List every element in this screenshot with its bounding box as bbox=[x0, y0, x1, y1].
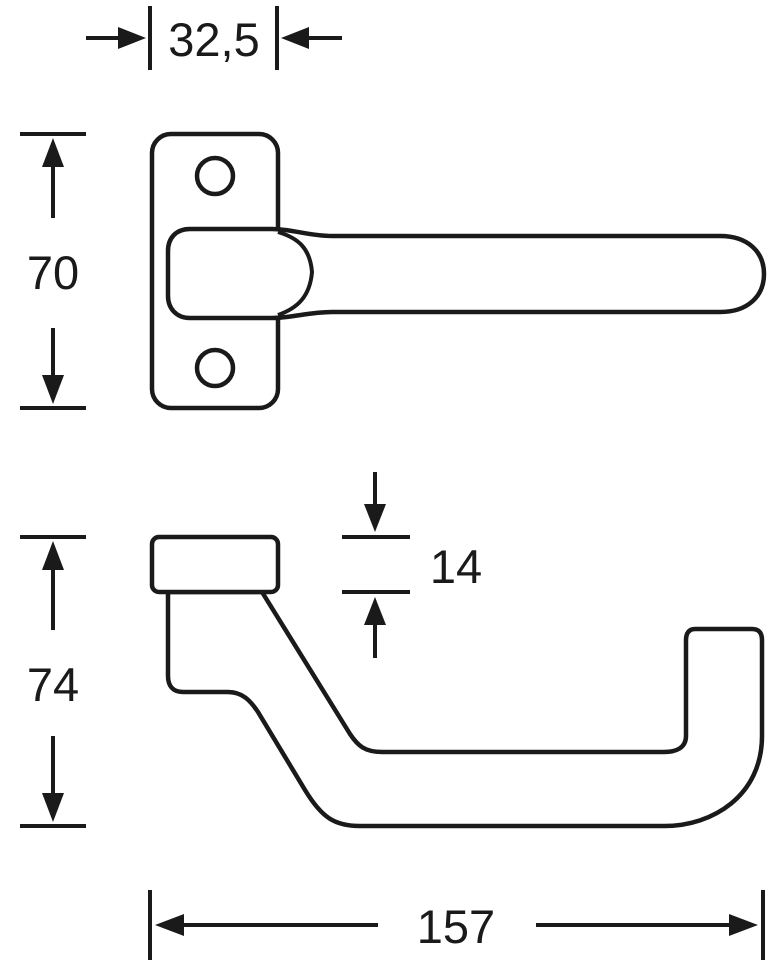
dimension-label-rose-height: 70 bbox=[27, 246, 79, 299]
dimension-rose-width: 32,5 bbox=[86, 6, 342, 70]
lever-neck-curve bbox=[277, 230, 314, 317]
lever-front bbox=[165, 226, 767, 321]
screw-hole-bottom bbox=[194, 347, 236, 389]
front-view bbox=[149, 131, 767, 411]
rose-side bbox=[149, 534, 281, 595]
dimension-label-rose-thickness: 14 bbox=[430, 540, 482, 593]
dimension-handle-height: 74 bbox=[20, 535, 86, 828]
dimension-label-handle-length: 157 bbox=[417, 900, 495, 953]
dimension-label-rose-width: 32,5 bbox=[168, 13, 259, 66]
dimension-rose-height: 70 bbox=[20, 132, 86, 410]
screw-hole-top bbox=[194, 155, 236, 197]
side-view bbox=[149, 534, 765, 829]
dimension-label-handle-height: 74 bbox=[27, 658, 79, 711]
lever-side-profile bbox=[165, 589, 765, 829]
dimension-rose-thickness: 14 bbox=[342, 472, 482, 658]
dimension-handle-length: 157 bbox=[148, 890, 765, 960]
